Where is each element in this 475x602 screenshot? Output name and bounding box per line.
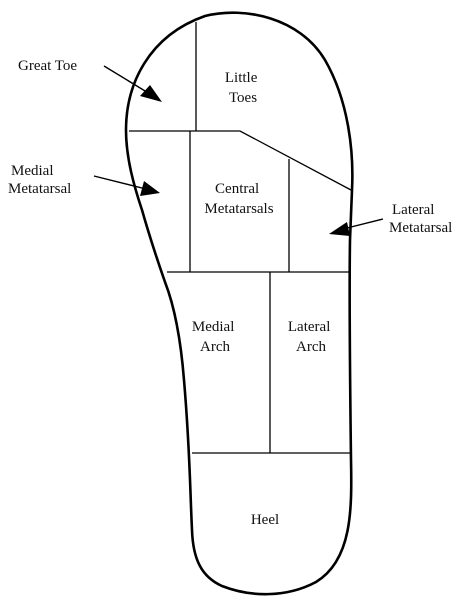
medial-arch-label-line-2: Arch	[200, 339, 230, 355]
medial-arch-label-line-1: Medial	[192, 319, 235, 335]
heel-label: Heel	[251, 512, 279, 528]
medial-metatarsal-leader-line	[94, 176, 146, 189]
medial-metatarsal-label-line-1: Medial	[11, 163, 54, 179]
little-toes-label: Little Toes	[225, 70, 261, 106]
central-metatarsals-label-line-1: Central	[215, 181, 259, 197]
lateral-metatarsal-label: Lateral Metatarsal	[389, 202, 452, 236]
lateral-arch-label-line-2: Arch	[296, 339, 326, 355]
great-toe-label: Great Toe	[18, 58, 77, 74]
lateral-metatarsal-label-line-1: Lateral	[392, 202, 434, 218]
medial-metatarsal-label: Medial Metatarsal	[8, 163, 71, 197]
medial-metatarsal-label-line-2: Metatarsal	[8, 181, 71, 197]
lateral-metatarsal-leader-line	[343, 219, 383, 229]
little-toes-label-line-2: Toes	[229, 90, 257, 106]
lateral-arch-label: Lateral Arch	[288, 319, 334, 355]
great-toe-leader-line	[104, 66, 150, 94]
little-toes-label-line-1: Little	[225, 70, 258, 86]
central-metatarsals-label-line-2: Metatarsals	[204, 201, 273, 217]
lateral-metatarsal-label-line-2: Metatarsal	[389, 220, 452, 236]
central-metatarsals-label: Central Metatarsals	[204, 181, 273, 217]
lateral-arch-label-line-1: Lateral	[288, 319, 330, 335]
medial-arch-label: Medial Arch	[192, 319, 238, 355]
great-toe-arrowhead	[140, 85, 162, 102]
lateral-metatarsal-arrowhead	[329, 222, 350, 236]
medial-metatarsal-arrowhead	[140, 181, 160, 196]
